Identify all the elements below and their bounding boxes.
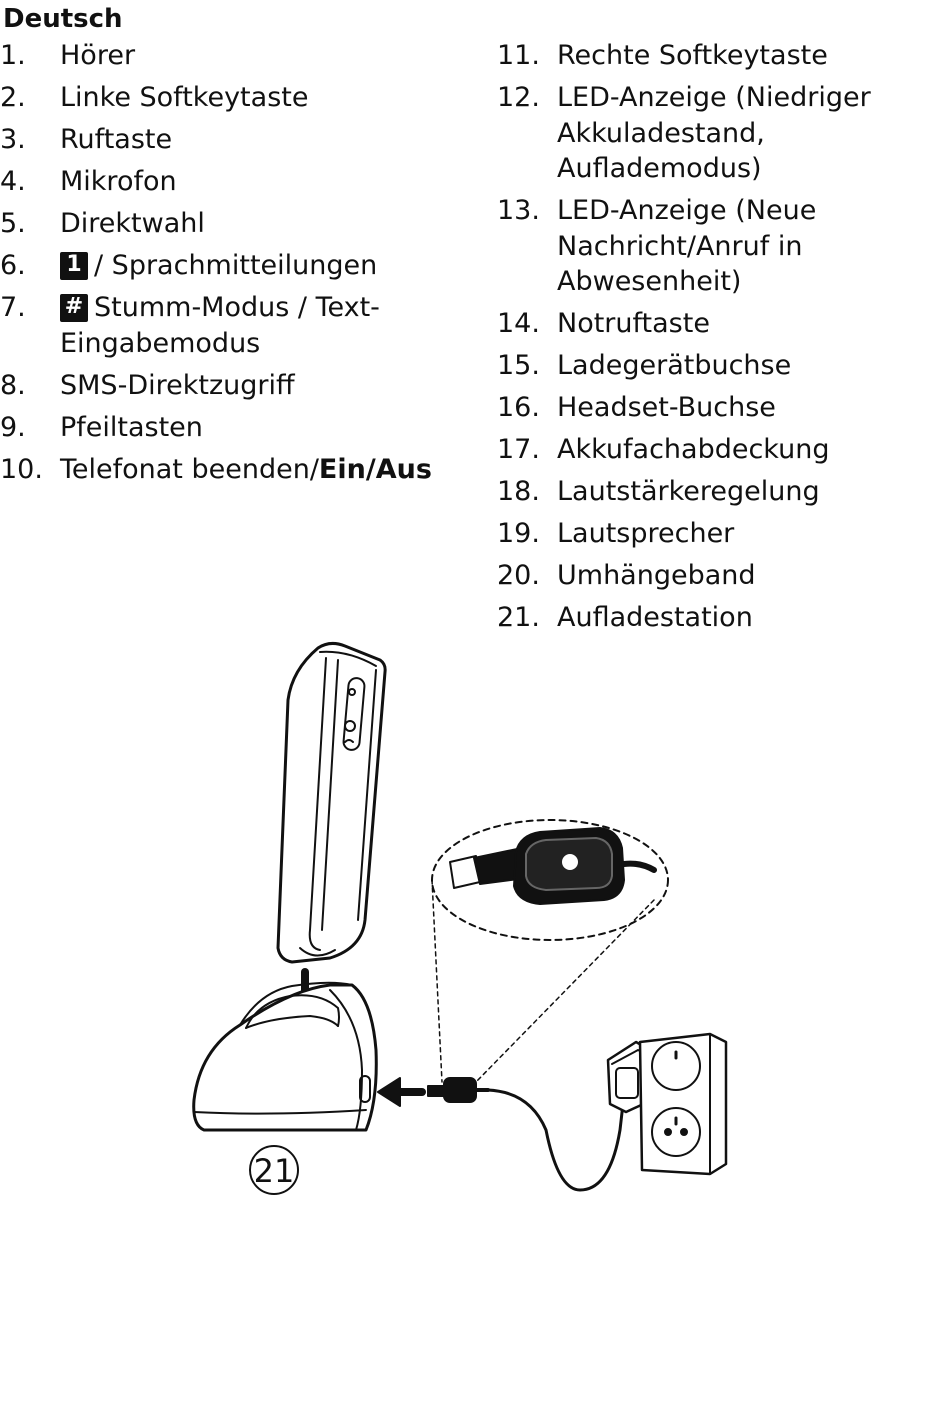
list-item: 2. Linke Softkeytaste (0, 80, 470, 116)
charger-cable (486, 1058, 630, 1192)
parts-list-right: 11. Rechte Softkeytaste 12. LED-Anzeige … (497, 38, 917, 642)
item-label: SMS-Direktzugriff (60, 369, 295, 401)
list-item: 10. Telefonat beenden/Ein/Aus (0, 452, 470, 488)
item-label: Lautstärkeregelung (557, 476, 820, 507)
arrow-left-icon (377, 1077, 426, 1107)
item-label: Notruftaste (557, 308, 710, 339)
list-item: 3. Ruftaste (0, 122, 470, 158)
item-label: Lautsprecher (557, 518, 735, 549)
connector-closeup-icon (449, 827, 657, 905)
list-item: 18. Lautstärkeregelung (497, 474, 917, 510)
charging-station-illustration: 21 (192, 641, 728, 1195)
item-number: 9. (0, 411, 26, 443)
item-number: 14. (497, 308, 540, 339)
page-heading: Deutsch (3, 4, 123, 34)
item-label: Aufladestation (557, 602, 753, 633)
list-item: 7. #Stumm-Modus / Text-Eingabemodus (0, 290, 470, 361)
item-number: 10. (0, 453, 43, 485)
item-label: LED-Anzeige (Neue Nachricht/Anruf in Abw… (557, 195, 817, 297)
item-number: 19. (497, 518, 540, 549)
list-item: 14. Notruftaste (497, 306, 917, 342)
item-label: Telefonat beenden/ (60, 453, 319, 485)
item-number: 7. (0, 292, 26, 323)
item-number: 8. (0, 369, 26, 401)
list-item: 15. Ladegerätbuchse (497, 348, 917, 384)
item-label: Ruftaste (60, 124, 173, 155)
key-1-icon: 1 (60, 252, 88, 280)
item-number: 16. (497, 392, 540, 423)
item-number: 13. (497, 195, 540, 226)
list-item: 17. Akkufachabdeckung (497, 432, 917, 468)
parts-list-left: 1. Hörer 2. Linke Softkeytaste 3. Ruftas… (0, 38, 470, 494)
list-item: 5. Direktwahl (0, 206, 470, 242)
item-number: 6. (0, 250, 26, 281)
item-number: 2. (0, 82, 26, 113)
list-item: 12. LED-Anzeige (Niedriger Akkuladestand… (497, 80, 917, 187)
zoom-ellipse (431, 819, 669, 941)
item-number: 21. (497, 602, 540, 633)
item-label: Stumm-Modus / Text-Eingabemodus (60, 292, 380, 359)
item-label: Pfeiltasten (60, 411, 203, 443)
item-number: 12. (497, 82, 540, 113)
item-label-bold: Ein/Aus (318, 453, 432, 485)
list-item: 4. Mikrofon (0, 164, 470, 200)
item-label: Umhängeband (557, 560, 756, 591)
item-label: Mikrofon (60, 166, 177, 197)
item-label: Headset-Buchse (557, 392, 776, 423)
item-number: 11. (497, 40, 540, 71)
key-hash-icon: # (60, 294, 88, 322)
connector-plug-icon (427, 1077, 490, 1103)
item-number: 1. (0, 40, 26, 71)
item-label: / Sprachmitteilungen (94, 250, 378, 281)
item-number: 18. (497, 476, 540, 507)
list-item: 19. Lautsprecher (497, 516, 917, 552)
item-label: LED-Anzeige (Niedriger Akkuladestand, Au… (557, 82, 871, 184)
item-label: Rechte Softkeytaste (557, 40, 828, 71)
item-label: Hörer (60, 40, 136, 71)
item-number: 4. (0, 166, 26, 197)
item-number: 20. (497, 560, 540, 591)
item-label: Linke Softkeytaste (60, 82, 309, 113)
item-number: 3. (0, 124, 26, 155)
item-label: Direktwahl (60, 208, 205, 239)
list-item: 1. Hörer (0, 38, 470, 74)
zoom-lines (431, 879, 655, 1083)
item-label: Ladegerätbuchse (557, 350, 792, 381)
item-number: 17. (497, 434, 540, 465)
phone-handset-icon (276, 641, 387, 964)
list-item: 9. Pfeiltasten (0, 410, 470, 446)
charging-cradle-icon (192, 981, 378, 1195)
list-item: 13. LED-Anzeige (Neue Nachricht/Anruf in… (497, 193, 917, 300)
list-item: 6. 1/ Sprachmitteilungen (0, 248, 470, 284)
list-item: 21. Aufladestation (497, 600, 917, 636)
list-item: 11. Rechte Softkeytaste (497, 38, 917, 74)
list-item: 16. Headset-Buchse (497, 390, 917, 426)
list-item: 8. SMS-Direktzugriff (0, 368, 470, 404)
callout-label: 21 (254, 1152, 295, 1190)
item-number: 5. (0, 208, 26, 239)
wall-socket-icon (638, 1032, 728, 1176)
item-label: Akkufachabdeckung (557, 434, 830, 465)
item-number: 15. (497, 350, 540, 381)
list-item: 20. Umhängeband (497, 558, 917, 594)
